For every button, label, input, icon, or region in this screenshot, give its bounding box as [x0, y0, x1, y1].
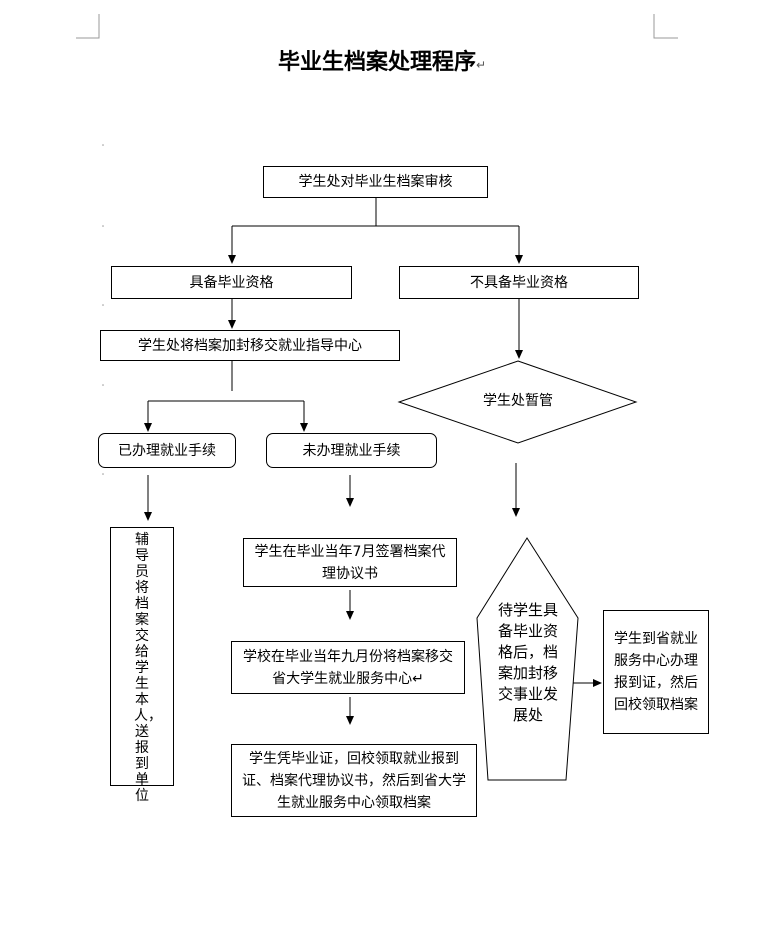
page-title: 毕业生档案处理程序↵	[277, 50, 487, 75]
margin-dot	[102, 144, 104, 146]
paragraph-mark: ↵	[475, 58, 487, 72]
node-counselor-hand-text: 辅导员将档案交给学生本人，送报到单位	[134, 532, 162, 804]
node-temp-keep-label: 学生处暂管	[483, 393, 553, 409]
node-pending-qualify: 待学生具备毕业资格后，档案加封移交事业发展处	[497, 601, 558, 724]
corner-mark-top-left	[76, 14, 100, 39]
pending-hexagon	[476, 537, 579, 781]
node-qualified: 具备毕业资格	[111, 266, 352, 299]
node-school-transfer: 学校在毕业当年九月份将档案移交省大学生就业服务中心↵	[231, 641, 465, 694]
node-not-done-formalities: 未办理就业手续	[266, 433, 437, 468]
corner-mark-top-right	[653, 14, 678, 39]
margin-dot	[102, 384, 104, 386]
margin-dot	[102, 225, 104, 227]
node-provincial-center: 学生到省就业服务中心办理报到证，然后回校领取档案	[603, 610, 709, 734]
node-not-qualified: 不具备毕业资格	[399, 266, 639, 299]
node-student-collect: 学生凭毕业证，回校领取就业报到证、档案代理协议书，然后到省大学生就业服务中心领取…	[231, 744, 477, 817]
node-done-formalities: 已办理就业手续	[98, 433, 236, 468]
node-counselor-hand: 辅导员将档案交给学生本人，送报到单位	[110, 527, 174, 804]
node-sign-agreement: 学生在毕业当年7月签署档案代理协议书	[243, 538, 457, 587]
margin-dot	[102, 473, 104, 475]
margin-dot	[102, 304, 104, 306]
temp-keep-diamond	[397, 360, 638, 444]
node-transfer: 学生处将档案加封移交就业指导中心	[100, 330, 400, 361]
node-review: 学生处对毕业生档案审核	[263, 166, 488, 198]
